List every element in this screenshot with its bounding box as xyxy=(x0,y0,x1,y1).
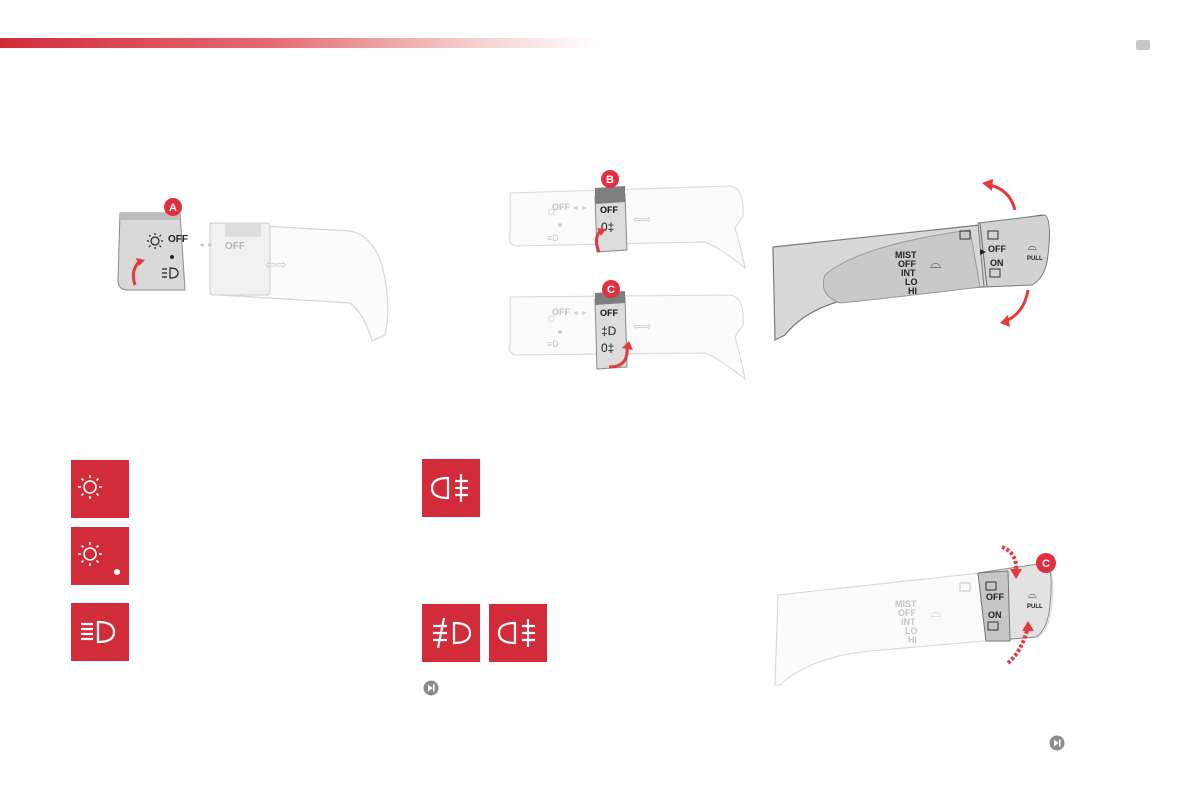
dipped-beam-small-icon xyxy=(162,267,179,279)
header-accent-bar xyxy=(0,38,600,48)
callout-c-label: C xyxy=(1042,558,1050,570)
svg-text:⌓: ⌓ xyxy=(1028,589,1037,601)
svg-text:⌓: ⌓ xyxy=(930,604,941,620)
off-label: OFF xyxy=(168,234,188,245)
off-label: OFF xyxy=(600,308,618,318)
wiper-icon: ⌓ xyxy=(930,255,941,271)
pull-label: PULL xyxy=(1027,604,1043,610)
callout-a xyxy=(164,198,182,216)
rear-foglamp-icon xyxy=(422,459,480,517)
lighting-stalk-illustration: OFF ◄ ► ⇦⇨ OFF A xyxy=(117,198,389,342)
sidelamp-icon xyxy=(71,460,129,518)
next-page-icon[interactable] xyxy=(1049,735,1065,751)
fog-stalk-c-illustration: OFF ◄ ► ☼ ≡D OFF ‡D 0‡ ⇦⇨ C xyxy=(509,280,746,381)
wiper-stalk-illustration: MIST OFF INT LO HI OFF ON PULL ⌓ ⌓ xyxy=(772,179,1050,341)
page-marker xyxy=(1136,40,1150,50)
wiper-speed-mist: MIST xyxy=(895,250,917,260)
svg-text:☼: ☼ xyxy=(545,309,558,325)
callout-b-label: B xyxy=(606,174,614,186)
callout-c xyxy=(1036,553,1056,573)
off-label-grey: OFF xyxy=(552,307,570,317)
svg-text:≡D: ≡D xyxy=(547,233,559,243)
wiper-speed-hi: HI xyxy=(908,635,917,645)
indicator-arrows: ⇦⇨ xyxy=(265,257,287,272)
parking-dot xyxy=(170,255,174,259)
front-fog-small-icon: ‡D xyxy=(601,324,617,338)
washer-icon: ⌓ xyxy=(1028,241,1037,253)
wiper-stalk-c-illustration: MIST OFF INT LO HI ⌓ OFF ON PULL ⌓ C xyxy=(774,545,1056,686)
rear-fog-small-icon: 0‡ xyxy=(601,341,614,355)
svg-text:⇦⇨: ⇦⇨ xyxy=(633,214,651,226)
callout-a-label: A xyxy=(169,202,177,214)
svg-text:◄ ►: ◄ ► xyxy=(572,310,588,317)
arrow-marks: ◄ ► xyxy=(198,242,214,249)
rear-foglamp-icon-2 xyxy=(489,604,547,662)
next-section-icon[interactable] xyxy=(423,680,439,696)
parking-lamp-icon xyxy=(71,527,129,585)
wiper-speed-int: INT xyxy=(901,268,916,278)
wiper-speed-hi: HI xyxy=(908,286,917,296)
wiper-speed-off: OFF xyxy=(898,259,916,269)
sidelamp-small-icon xyxy=(147,233,163,249)
svg-text:⇦⇨: ⇦⇨ xyxy=(633,321,651,333)
wiper-speed-lo: LO xyxy=(905,626,918,636)
off-label: OFF xyxy=(600,205,618,215)
rear-wiper-on: ON xyxy=(990,258,1004,268)
wiper-speed-off: OFF xyxy=(898,608,916,618)
svg-text:≡D: ≡D xyxy=(547,339,559,349)
rear-wiper-on: ON xyxy=(988,610,1002,620)
dipped-beam-icon xyxy=(71,603,129,661)
wiper-speed-mist: MIST xyxy=(895,599,917,609)
off-label-grey: OFF xyxy=(552,202,570,212)
wiper-speed-lo: LO xyxy=(905,277,918,287)
off-label-2: OFF xyxy=(225,241,245,252)
callout-b xyxy=(601,170,619,188)
callout-c xyxy=(602,280,620,298)
svg-text:◄ ►: ◄ ► xyxy=(572,205,588,212)
rear-wiper-off: OFF xyxy=(986,592,1004,602)
front-foglamp-icon xyxy=(422,604,480,662)
pull-label: PULL xyxy=(1027,256,1043,262)
rear-wiper-off: OFF xyxy=(988,244,1006,254)
fog-stalk-b-illustration: OFF ◄ ► ☼ ≡D OFF 0‡ ⇦⇨ B xyxy=(509,170,746,270)
svg-text:☼: ☼ xyxy=(545,202,558,218)
callout-c-label: C xyxy=(607,284,615,296)
wiper-speed-int: INT xyxy=(901,617,916,627)
